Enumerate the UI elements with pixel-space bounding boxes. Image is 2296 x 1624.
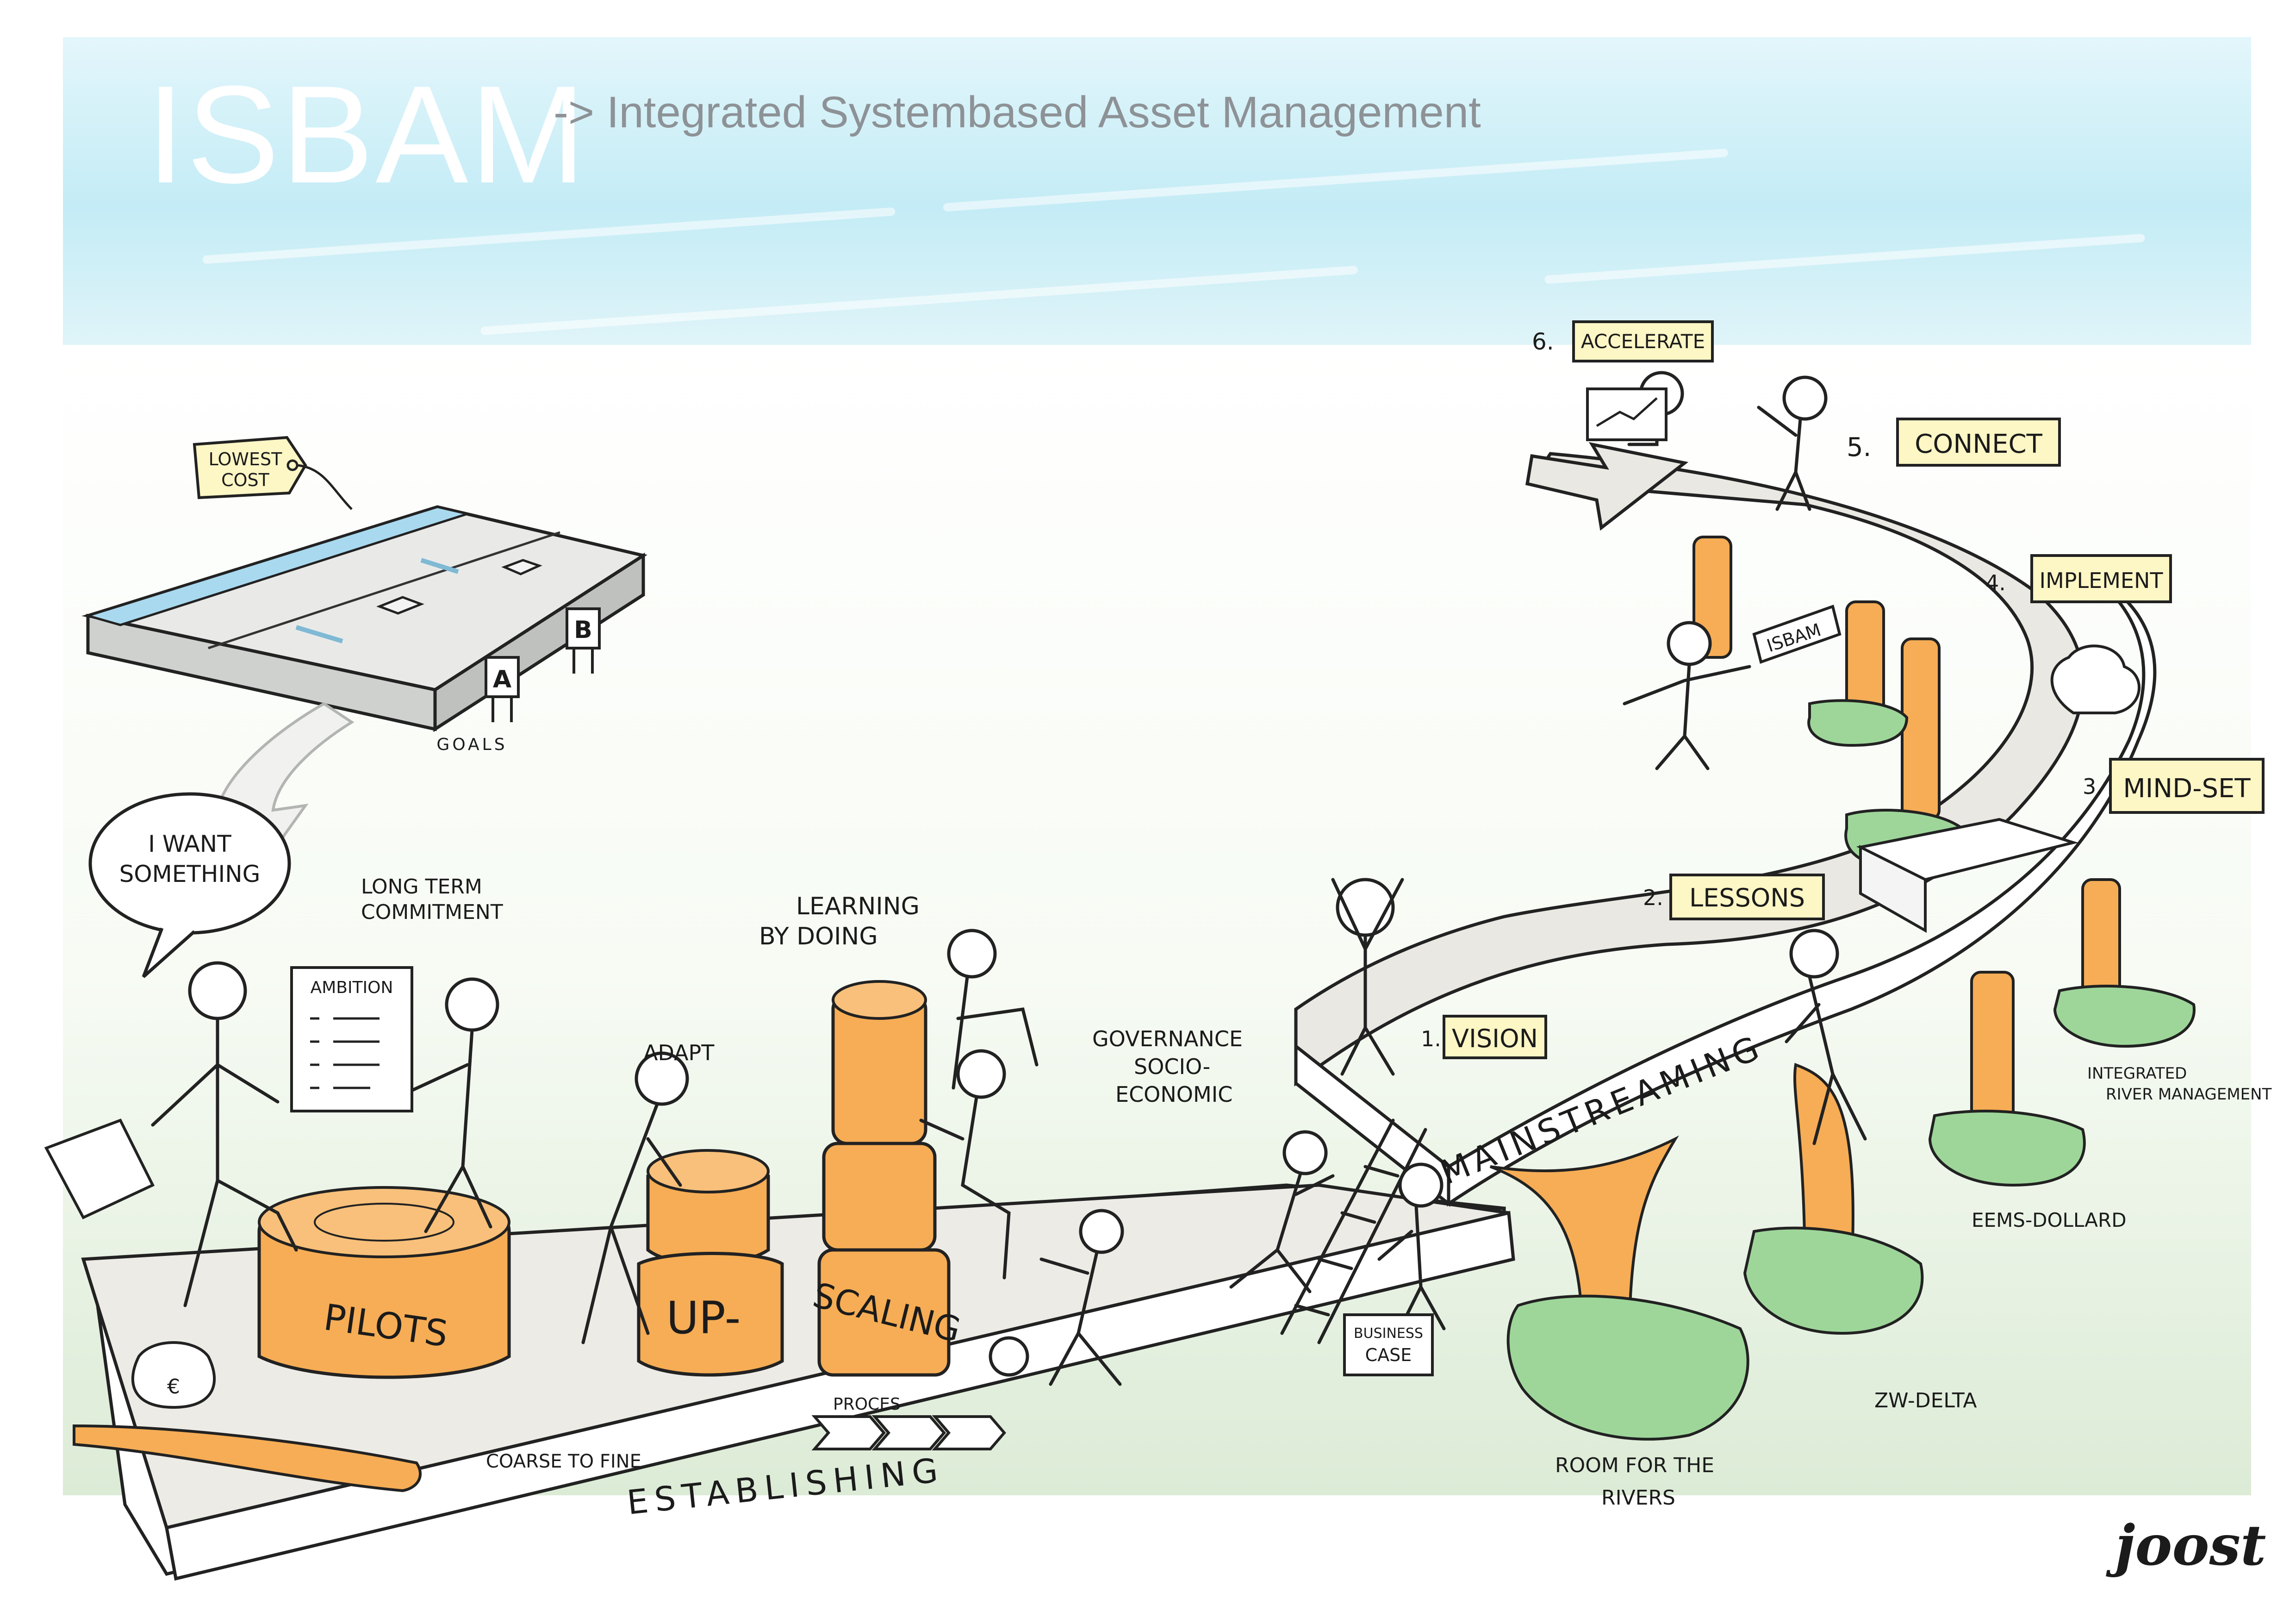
page-title: ISBAM (146, 56, 588, 212)
speech-line-1: I WANT (148, 831, 231, 857)
business-case-label-1: BUSINESS (1354, 1325, 1423, 1342)
scaling-stump-bottom (817, 1248, 951, 1377)
speech-bubble: I WANT SOMETHING (88, 792, 291, 978)
step-lessons-label: LESSONS (1689, 883, 1805, 912)
business-case-label-2: CASE (1365, 1345, 1412, 1365)
learning-label-1: LEARNING (796, 893, 920, 920)
governance-label-3: ECONOMIC (1115, 1082, 1232, 1107)
island-eems (1928, 1110, 2086, 1187)
step-implement: 4. IMPLEMENT (1985, 554, 2172, 603)
person-isbam (1623, 621, 1751, 770)
ambition-label: AMBITION (311, 978, 393, 997)
step-vision: 1. VISION (1421, 1015, 1547, 1059)
goals-block: A B LOWEST COST GOALS (81, 436, 647, 754)
envelope-icon (44, 1118, 155, 1219)
person-vision (1331, 878, 1404, 1076)
person-ambition (405, 977, 499, 1233)
up-label: UP- (666, 1292, 741, 1344)
header-banner: ISBAM -> Integrated Systembased Asset Ma… (63, 37, 2251, 345)
step-vision-num: 1. (1421, 1026, 1441, 1051)
lowest-cost-label-1: LOWEST (209, 449, 282, 469)
eems-label: EEMS-DOLLARD (1972, 1209, 2127, 1231)
speech-line-2: SOMETHING (119, 861, 261, 887)
hand-labels: LONG TERM COMMITMENT LEARNING BY DOING A… (361, 875, 2272, 1510)
laptop-icon (1586, 387, 1668, 441)
isbam-sign (1752, 605, 1842, 664)
island-zw-delta (1743, 1226, 1924, 1335)
sign-b (566, 607, 601, 650)
islands (1506, 699, 2196, 1441)
person-envelope (151, 961, 298, 1307)
artist-signature: joost (2106, 1513, 2266, 1578)
island-implement (1807, 699, 1909, 747)
people-ladder (1229, 1118, 1446, 1344)
zw-delta-label: ZW-DELTA (1874, 1389, 1977, 1412)
sign-a (485, 656, 520, 698)
integrated-label-1: INTEGRATED (2087, 1064, 2187, 1083)
person-wheelbarrow (989, 1209, 1124, 1386)
person-bench (919, 1049, 1011, 1280)
money-symbol: € (167, 1375, 180, 1399)
stumps: PILOTS UP- SCALING (73, 980, 964, 1493)
step-accelerate-num: 6. (1532, 328, 1554, 355)
person-learning (947, 929, 1039, 1090)
learning-label-2: BY DOING (759, 923, 878, 950)
step-implement-label: IMPLEMENT (2040, 568, 2164, 593)
step-tags: 1. VISION 2. LESSONS 3. MIND-SET 4. IMPL… (1421, 320, 2265, 1059)
step-implement-num: 4. (1985, 570, 2006, 595)
sign-a-label: A (493, 666, 511, 693)
lowest-cost-tag (193, 436, 307, 500)
proces-label: PROCES (833, 1395, 901, 1414)
long-term-label-1: LONG TERM (361, 875, 482, 899)
step-accelerate-label: ACCELERATE (1581, 330, 1705, 353)
step-lessons: 2. LESSONS (1643, 874, 1825, 920)
island-integrated (2053, 985, 2196, 1048)
step-connect-num: 5. (1847, 432, 1871, 462)
room-label-1: ROOM FOR THE (1555, 1454, 1714, 1477)
step-connect: 5. CONNECT (1847, 418, 2061, 467)
goals-caption: GOALS (436, 735, 507, 754)
root-log (73, 1424, 422, 1493)
island-room-for-rivers (1506, 1294, 1749, 1441)
ambition-list (310, 1017, 380, 1089)
page-subtitle: -> Integrated Systembased Asset Manageme… (554, 87, 1481, 137)
step-vision-label: VISION (1452, 1024, 1538, 1053)
step-connect-label: CONNECT (1915, 429, 2042, 459)
proces-chevrons (811, 1415, 1006, 1450)
integrated-label-2: RIVER MANAGEMENT (2106, 1085, 2272, 1104)
money-bag-icon (131, 1341, 216, 1409)
person-lessons (1785, 929, 1867, 1145)
people (44, 371, 1867, 1386)
adapt-label: ADAPT (643, 1040, 715, 1065)
step-mindset-num: 3. (2083, 774, 2103, 799)
coarse-label: COARSE TO FINE (486, 1451, 641, 1472)
pillar-mindset (1901, 637, 1941, 821)
sign-b-label: B (574, 616, 592, 644)
person-connect (1757, 375, 1828, 511)
person-adapt (581, 1051, 689, 1344)
pillar-integrated (2081, 878, 2121, 997)
governance-label-2: SOCIO- (1134, 1054, 1210, 1079)
lowest-cost-label-2: COST (221, 470, 270, 490)
business-case-briefcase (1343, 1313, 1434, 1376)
ramp-arrow-head (1525, 442, 1689, 531)
step-mindset: 3. MIND-SET (2083, 758, 2265, 814)
up-stump (637, 1252, 784, 1377)
thought-cloud-icon (2050, 644, 2141, 714)
step-mindset-label: MIND-SET (2123, 774, 2251, 804)
scaling-stump-middle (822, 1142, 937, 1252)
room-label-2: RIVERS (1601, 1486, 1675, 1510)
step-lessons-num: 2. (1643, 885, 1663, 910)
long-term-label-2: COMMITMENT (361, 900, 503, 924)
governance-label-1: GOVERNANCE (1092, 1026, 1243, 1051)
step-accelerate: 6. ACCELERATE (1532, 320, 1714, 362)
